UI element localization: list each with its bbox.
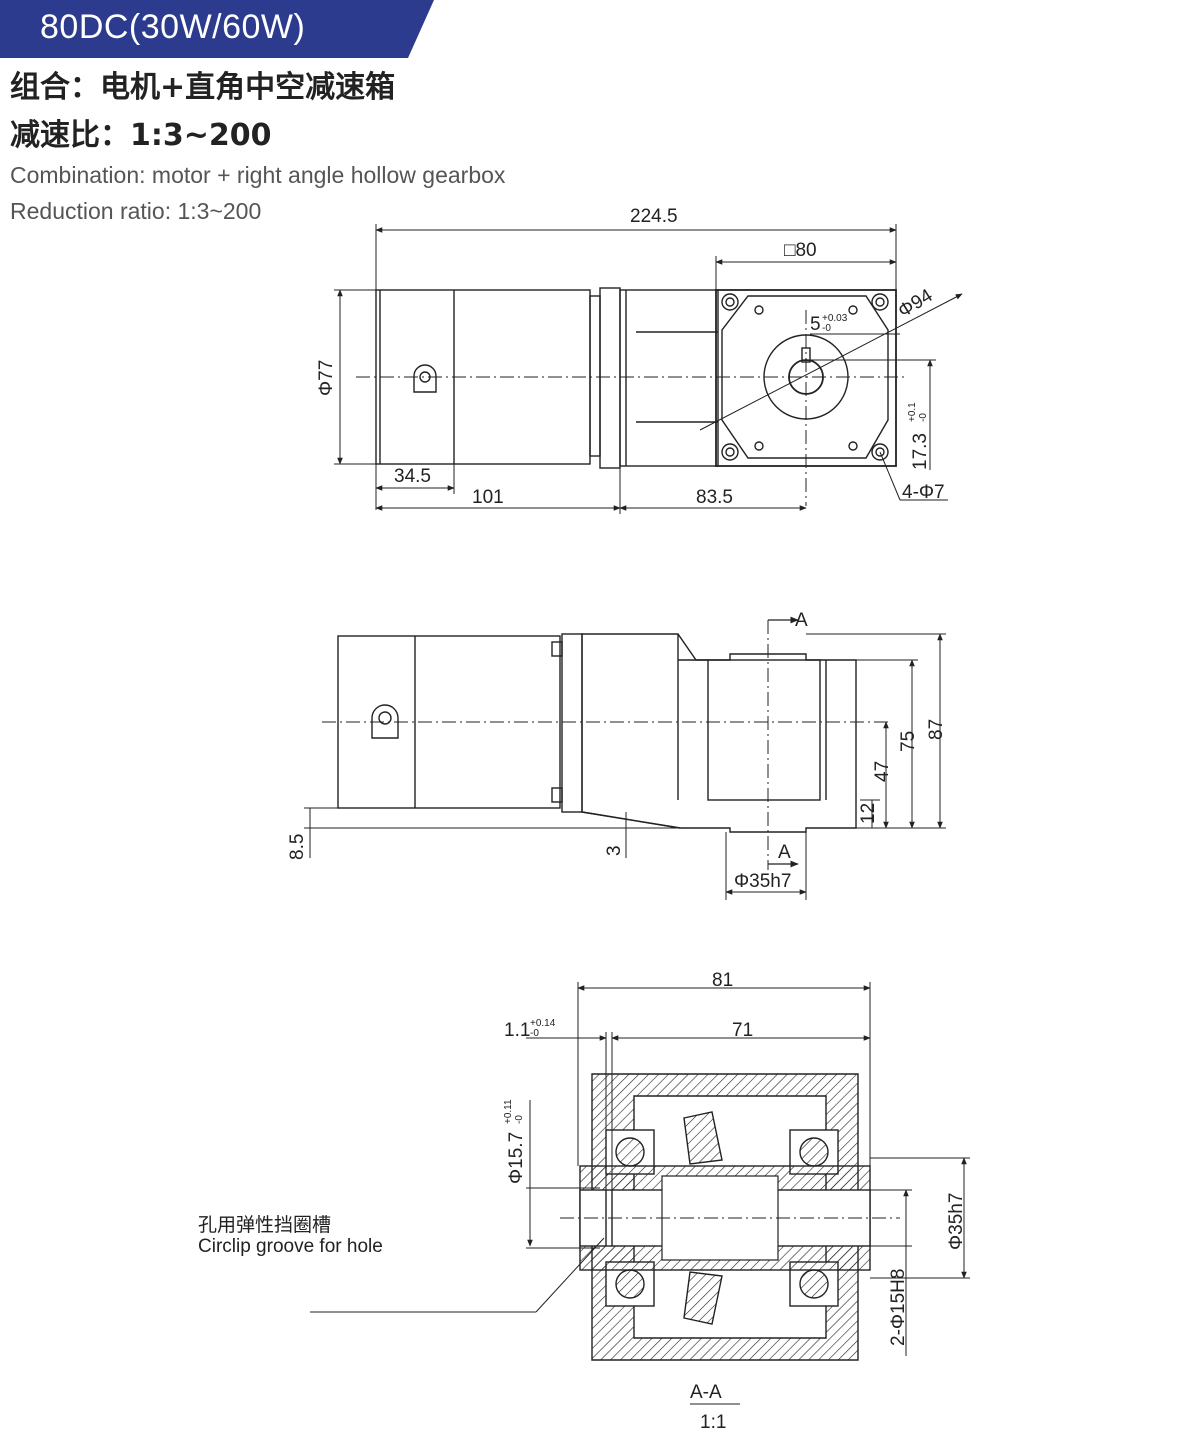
banner-shape xyxy=(0,0,434,58)
dim-square: □80 xyxy=(784,240,817,261)
dim-3: 3 xyxy=(604,845,625,856)
section-mark-top: A xyxy=(795,610,808,631)
side-terminal-icon xyxy=(371,704,399,739)
circlip-note-cn: 孔用弹性挡圈槽 xyxy=(198,1214,332,1236)
terminal-icon xyxy=(413,364,437,393)
dim-groove-width-tol-lower: -0 xyxy=(530,1028,539,1039)
front-view-labels: 224.5 □80 Φ94 5 +0.03 -0 17.3 +0.1 -0 Φ7… xyxy=(316,206,945,508)
dim-key-depth-tol-lower: -0 xyxy=(918,413,929,422)
dim-mount-holes: 4-Φ7 xyxy=(902,482,945,503)
combination-en: Combination: motor + right angle hollow … xyxy=(10,162,506,188)
combination-cn: 组合：电机+直角中空减速箱 xyxy=(10,70,396,105)
dim-87: 87 xyxy=(926,719,947,740)
dim-83-5: 83.5 xyxy=(696,487,733,508)
dim-shaft-dia: Φ35h7 xyxy=(734,871,791,892)
dim-groove-dia-tol-upper: +0.11 xyxy=(503,1099,514,1124)
dim-pcd: Φ94 xyxy=(895,285,937,322)
section-scale: 1:1 xyxy=(700,1412,726,1433)
dim-101: 101 xyxy=(472,487,504,508)
dim-groove-dia-tol-lower: -0 xyxy=(514,1115,525,1124)
dim-key-depth: 17.3 xyxy=(910,433,931,470)
dim-motor-diameter: Φ77 xyxy=(316,360,337,396)
side-view xyxy=(304,616,946,900)
dim-outer-dia: Φ35h7 xyxy=(946,1193,967,1250)
dim-key-tol-upper: +0.03 xyxy=(822,313,848,324)
dim-71: 71 xyxy=(732,1020,753,1041)
section-mark-bottom: A xyxy=(778,842,791,863)
section-view-labels: 81 71 1.1 +0.14 -0 Φ15.7 +0.11 -0 Φ35h7 … xyxy=(503,970,967,1433)
dim-75: 75 xyxy=(898,731,919,752)
dim-groove-dia: Φ15.7 xyxy=(506,1132,527,1184)
dim-key-tol-lower: -0 xyxy=(822,323,831,334)
ratio-cn: 减速比：1:3~200 xyxy=(10,118,272,153)
dim-key-depth-tol-upper: +0.1 xyxy=(907,402,918,422)
dim-12: 12 xyxy=(858,803,879,824)
dim-81: 81 xyxy=(712,970,733,991)
front-view xyxy=(334,224,963,514)
dim-34-5: 34.5 xyxy=(394,466,431,487)
side-motor-body xyxy=(337,635,561,809)
ratio-en: Reduction ratio: 1:3~200 xyxy=(10,198,262,224)
dim-8-5: 8.5 xyxy=(287,834,308,860)
circlip-note-en: Circlip groove for hole xyxy=(198,1236,383,1257)
section-view xyxy=(310,982,970,1405)
section-title: A-A xyxy=(690,1382,722,1403)
model-title: 80DC(30W/60W) xyxy=(40,8,306,46)
model-banner: 80DC(30W/60W) xyxy=(0,0,434,58)
dim-groove-width: 1.1 xyxy=(504,1020,530,1041)
dim-key-width: 5 xyxy=(810,314,821,335)
dim-groove-width-tol-upper: +0.14 xyxy=(530,1018,556,1029)
dim-overall-length: 224.5 xyxy=(630,206,678,227)
dim-47: 47 xyxy=(872,761,893,782)
dim-bore: 2-Φ15H8 xyxy=(888,1269,909,1346)
side-view-labels: A A 87 75 47 12 8.5 3 Φ35h7 xyxy=(287,610,947,892)
